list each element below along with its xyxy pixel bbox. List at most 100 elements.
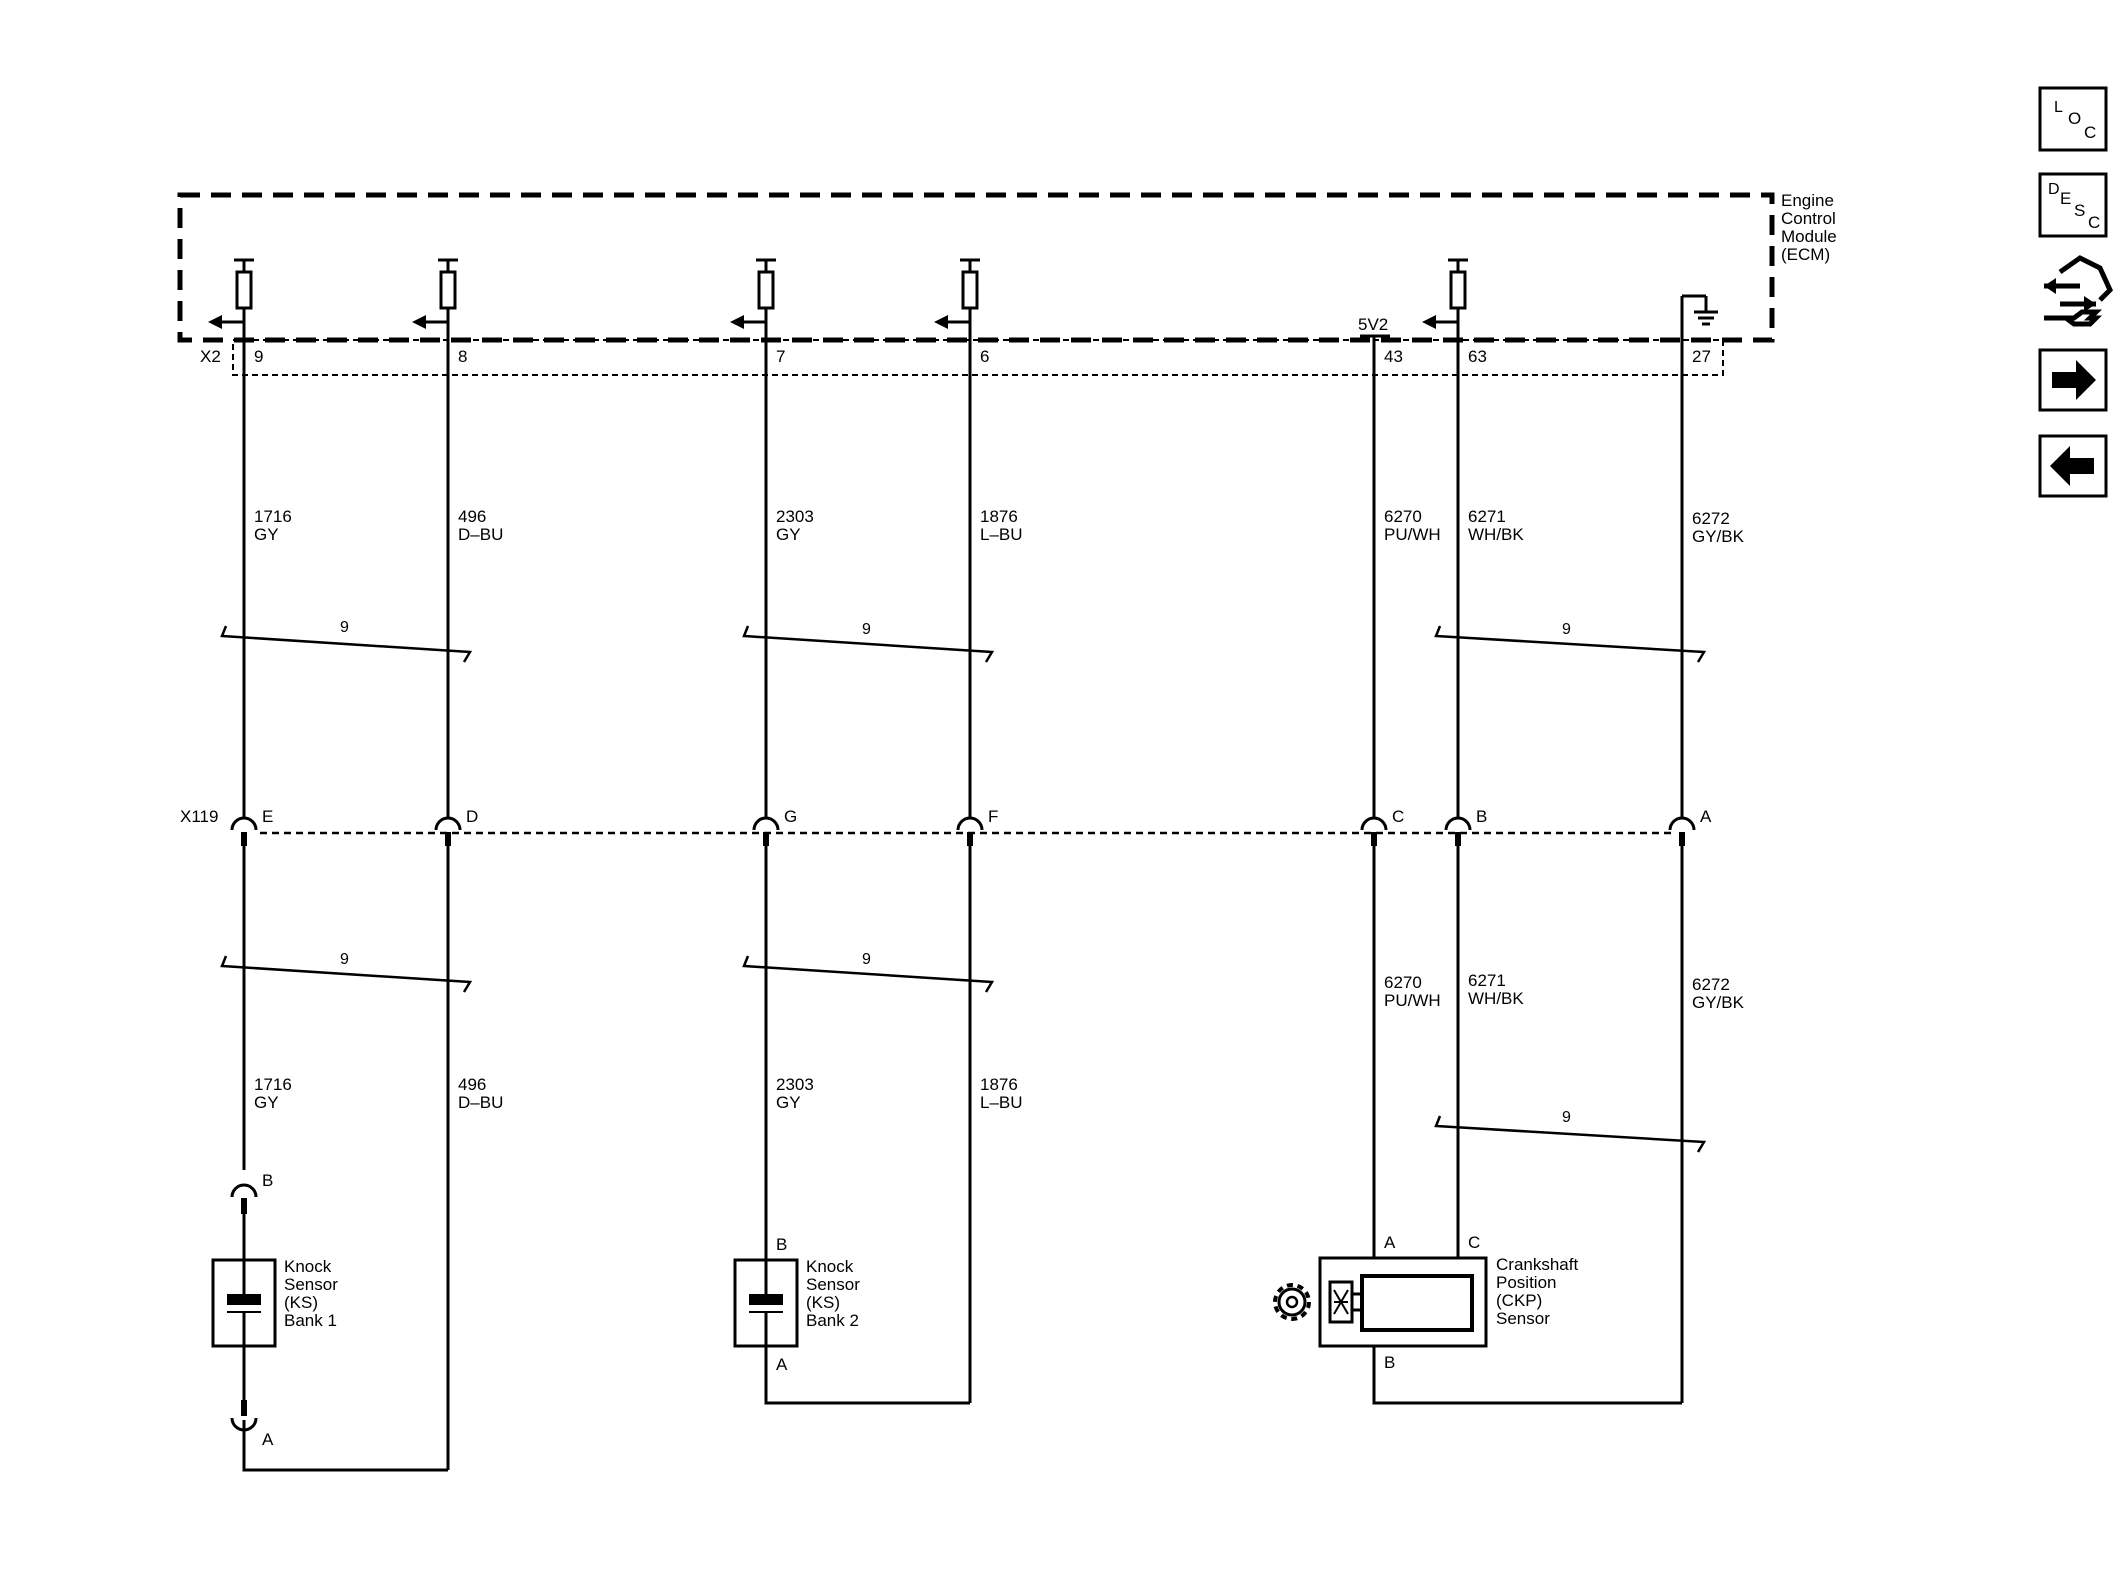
wire-labels-upper: 1716 GY 496 D–BU 2303 GY 1876 L–BU 6270 … [254, 507, 1745, 546]
resistor-pin-6 [934, 258, 980, 329]
ckp-pin-c: C [1468, 1233, 1480, 1252]
ckp-inner-body [1360, 1274, 1474, 1332]
connector-wrench-button[interactable] [2044, 255, 2113, 327]
x119-pin-e: E [262, 807, 273, 826]
ks2-pin-b: B [776, 1235, 787, 1254]
wire-label-circuit: 1876 [980, 507, 1018, 526]
wire-label-circuit: 496 [458, 507, 486, 526]
location-button[interactable]: L O C [2038, 86, 2108, 152]
loc-letter-3: C [2084, 123, 2096, 142]
ckp-name-line-1: Crankshaft [1496, 1255, 1578, 1274]
ecm-connector-x2-outline [232, 339, 1724, 376]
wire-label-color: D–BU [458, 525, 503, 544]
wire-label-circuit: 6270 [1384, 507, 1422, 526]
wire-label-circuit: 2303 [776, 507, 814, 526]
previous-page-button[interactable] [2038, 434, 2108, 498]
ecm-pin-7: 7 [776, 347, 785, 366]
wire-label-circuit: 1716 [254, 1075, 292, 1094]
ks2-pin-a: A [776, 1355, 788, 1374]
ecm-pin-6: 6 [980, 347, 989, 366]
ks1-connector-a [230, 1417, 258, 1432]
ckp-outer-body [1318, 1256, 1488, 1348]
arrow-left-icon [2050, 446, 2094, 486]
wire-label-color: L–BU [980, 525, 1023, 544]
wire-label-color: WH/BK [1468, 525, 1524, 544]
twist-label-ks2-lower: 9 [862, 951, 871, 968]
wire-label-color: GY/BK [1692, 993, 1745, 1012]
wire-label-color: GY/BK [1692, 527, 1745, 546]
wire-label-circuit: 6272 [1692, 975, 1730, 994]
resistor-pin-7 [730, 258, 776, 329]
wire-label-circuit: 2303 [776, 1075, 814, 1094]
description-button[interactable]: D E S C [2038, 172, 2108, 238]
wire-label-circuit: 1876 [980, 1075, 1018, 1094]
wire-label-circuit: 6271 [1468, 971, 1506, 990]
ks2-name-line-3: (KS) [806, 1293, 840, 1312]
wire-label-color: PU/WH [1384, 991, 1441, 1010]
resistor-pin-9 [208, 258, 254, 329]
x119-pin-f: F [988, 807, 998, 826]
ckp-pin-a: A [1384, 1233, 1396, 1252]
next-page-button[interactable] [2038, 348, 2108, 412]
desc-letter-2: E [2060, 189, 2071, 208]
ckp-name-line-2: Position [1496, 1273, 1556, 1292]
ecm-pin-8: 8 [458, 347, 467, 366]
ecm-name-line-4: (ECM) [1781, 245, 1830, 264]
wire-label-circuit: 6270 [1384, 973, 1422, 992]
wire-label-circuit: 1716 [254, 507, 292, 526]
ks1-name-line-3: (KS) [284, 1293, 318, 1312]
ecm-boundary [177, 192, 1775, 343]
twist-label-ks1-lower: 9 [340, 951, 349, 968]
ground-symbol-pin-27 [1680, 294, 1718, 344]
desc-letter-1: D [2048, 181, 2060, 198]
ks2-name-line-2: Sensor [806, 1275, 860, 1294]
ecm-pin-43: 43 [1384, 347, 1403, 366]
wire-ks1-return [242, 1420, 448, 1472]
twist-ks1-upper [220, 625, 473, 663]
wire-label-color: D–BU [458, 1093, 503, 1112]
x119-pin-d: D [466, 807, 478, 826]
wire-label-circuit: 496 [458, 1075, 486, 1094]
wire-label-color: WH/BK [1468, 989, 1524, 1008]
resistor-pin-63 [1422, 258, 1468, 329]
ecm-pin-63: 63 [1468, 347, 1487, 366]
wires [242, 322, 1684, 1472]
ecm-pin-27: 27 [1692, 347, 1711, 366]
ckp-sensor: A C B Crankshaft Position (CKP) Sensor [1273, 1233, 1578, 1372]
ckp-name-line-4: Sensor [1496, 1309, 1550, 1328]
wire-label-color: PU/WH [1384, 525, 1441, 544]
ks1-connector-b [230, 1183, 258, 1198]
desc-letter-4: C [2088, 213, 2100, 232]
ecm-module: Engine Control Module (ECM) X2 9 8 7 6 4… [177, 191, 1837, 376]
ks2-name-line-1: Knock [806, 1257, 854, 1276]
arrow-right-icon [2052, 360, 2096, 400]
x119-terminals [230, 816, 1696, 846]
ecm-connector-label: X2 [200, 347, 221, 366]
nav-panel: L O C D E S C [2038, 86, 2113, 498]
resistor-pin-8 [412, 258, 458, 329]
x119-pin-g: G [784, 807, 797, 826]
wire-labels-lower: 1716 GY 496 D–BU 2303 GY 1876 L–BU 6270 … [254, 971, 1745, 1112]
twist-label-ckp-upper: 9 [1562, 621, 1571, 638]
twist-label-ks2-upper: 9 [862, 621, 871, 638]
wire-label-circuit: 6272 [1692, 509, 1730, 528]
ecm-name-line-2: Control [1781, 209, 1836, 228]
wire-label-color: GY [776, 525, 801, 544]
ckp-pin-b: B [1384, 1353, 1395, 1372]
ks1-name-line-1: Knock [284, 1257, 332, 1276]
twist-ckp-upper [1434, 625, 1707, 663]
twist-ks1-lower [220, 955, 473, 993]
knock-sensor-bank-2: B A Knock Sensor (KS) Bank 2 [733, 1235, 860, 1374]
ckp-sensing-element [1328, 1280, 1354, 1324]
wire-ks2-return [764, 1346, 970, 1405]
knock-sensor-bank-1: B A Knock Sensor (KS) Bank 1 [211, 1171, 338, 1449]
wire-label-color: L–BU [980, 1093, 1023, 1112]
loc-letter-1: L [2054, 99, 2063, 116]
ks1-name-line-4: Bank 1 [284, 1311, 337, 1330]
gear-icon [1273, 1283, 1311, 1321]
x119-pin-c: C [1392, 807, 1404, 826]
ks1-name-line-2: Sensor [284, 1275, 338, 1294]
ecm-5v2-label: 5V2 [1358, 315, 1388, 334]
x119-pin-b: B [1476, 807, 1487, 826]
ecm-pin-9: 9 [254, 347, 263, 366]
